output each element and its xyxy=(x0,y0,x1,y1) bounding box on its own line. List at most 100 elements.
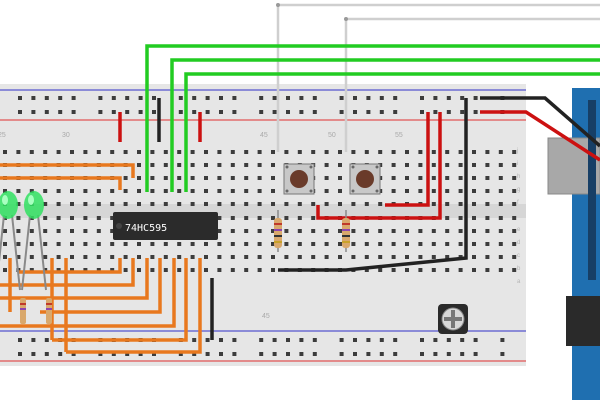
breadboard-hole xyxy=(353,110,357,114)
breadboard-hole xyxy=(338,176,342,180)
breadboard-hole xyxy=(125,110,130,114)
breadboard-hole xyxy=(420,110,424,114)
breadboard-hole xyxy=(244,242,249,246)
breadboard-hole xyxy=(259,110,264,114)
breadboard-hole xyxy=(418,176,423,180)
breadboard-hole xyxy=(110,255,115,259)
breadboard-hole xyxy=(312,338,317,342)
red-wire-1 xyxy=(385,112,430,207)
column-number-50: 50 xyxy=(328,132,336,139)
breadboard-hole xyxy=(446,338,451,342)
breadboard-hole xyxy=(458,189,463,193)
breadboard-hole xyxy=(190,189,195,193)
breadboard-hole xyxy=(177,163,182,167)
breadboard-hole xyxy=(445,242,450,246)
breadboard-hole xyxy=(16,150,21,154)
green-wires xyxy=(145,44,600,192)
breadboard-hole xyxy=(70,216,74,220)
orange-wire-6 xyxy=(40,258,162,314)
column-number-45-bottom: 45 xyxy=(262,313,270,320)
breadboard-hole xyxy=(257,242,262,246)
breadboard-hole xyxy=(152,352,156,356)
breadboard-hole xyxy=(244,229,249,233)
breadboard-hole xyxy=(230,150,235,154)
breadboard-hole xyxy=(111,96,116,100)
breadboard-hole xyxy=(418,163,423,167)
black-wires xyxy=(278,96,600,272)
breadboard-hole xyxy=(353,96,357,100)
breadboard-hole xyxy=(29,189,34,193)
breadboard-hole xyxy=(393,110,398,114)
breadboard-hole xyxy=(297,216,302,220)
breadboard-hole xyxy=(16,216,21,220)
breadboard-hole xyxy=(431,176,436,180)
breadboard-hole xyxy=(324,202,329,206)
breadboard-hole xyxy=(500,338,505,342)
breadboard-hole xyxy=(44,352,49,356)
breadboard-hole xyxy=(431,242,436,246)
breadboard-hole xyxy=(31,96,36,100)
breadboard-hole xyxy=(29,229,34,233)
breadboard-hole xyxy=(485,202,490,206)
breadboard-hole xyxy=(29,255,34,259)
led-icon xyxy=(21,191,47,291)
breadboard-hole xyxy=(364,202,369,206)
breadboard-hole xyxy=(43,268,48,272)
breadboard-hole xyxy=(391,229,396,233)
breadboard-hole xyxy=(83,189,88,193)
breadboard-hole xyxy=(512,150,517,154)
breadboard-hole xyxy=(137,242,141,246)
breadboard-hole xyxy=(31,352,36,356)
breadboard-hole xyxy=(271,229,275,233)
breadboard-hole xyxy=(190,150,195,154)
breadboard-hole xyxy=(190,242,195,246)
breadboard-hole xyxy=(498,189,503,193)
breadboard-hole xyxy=(217,189,222,193)
resistor-icon xyxy=(274,210,282,252)
breadboard-hole xyxy=(259,352,264,356)
breadboard-hole xyxy=(445,202,450,206)
breadboard-hole xyxy=(299,110,304,114)
breadboard-hole xyxy=(137,268,141,272)
breadboard-hole xyxy=(431,189,436,193)
pushbutton-icon[interactable] xyxy=(349,163,381,195)
breadboard-hole xyxy=(43,216,48,220)
breadboard-hole xyxy=(391,189,396,193)
breadboard-hole xyxy=(205,352,210,356)
breadboard-hole xyxy=(391,255,396,259)
breadboard-hole xyxy=(458,163,463,167)
breadboard-hole xyxy=(297,202,302,206)
breadboard-hole xyxy=(391,176,396,180)
breadboard-hole xyxy=(473,338,478,342)
breadboard-hole xyxy=(83,216,88,220)
breadboard-hole xyxy=(311,150,316,154)
pushbutton-icon[interactable] xyxy=(283,163,315,195)
breadboard-hole xyxy=(338,163,342,167)
breadboard-hole xyxy=(353,338,357,342)
breadboard-hole xyxy=(485,255,490,259)
breadboard-hole xyxy=(150,176,155,180)
breadboard-hole xyxy=(259,96,264,100)
breadboard-hole xyxy=(110,150,115,154)
breadboard-hole xyxy=(31,338,36,342)
potentiometer-icon[interactable] xyxy=(438,304,468,334)
breadboard-hole xyxy=(217,150,222,154)
breadboard-hole xyxy=(217,242,222,246)
breadboard-hole xyxy=(338,202,342,206)
breadboard-hole xyxy=(271,150,275,154)
breadboard-hole xyxy=(458,150,463,154)
red-wire-2 xyxy=(316,112,442,220)
breadboard-hole xyxy=(405,163,409,167)
breadboard-hole xyxy=(512,229,517,233)
breadboard-hole xyxy=(110,268,115,272)
breadboard-hole xyxy=(177,176,182,180)
breadboard-hole xyxy=(472,189,476,193)
black-wire-arduino xyxy=(480,96,600,148)
breadboard-hole xyxy=(204,150,208,154)
breadboard-hole xyxy=(297,255,302,259)
breadboard-hole xyxy=(272,352,277,356)
red-wire-arduino xyxy=(480,110,600,162)
breadboard-hole xyxy=(217,202,222,206)
breadboard-hole xyxy=(204,163,208,167)
breadboard-hole xyxy=(512,242,517,246)
